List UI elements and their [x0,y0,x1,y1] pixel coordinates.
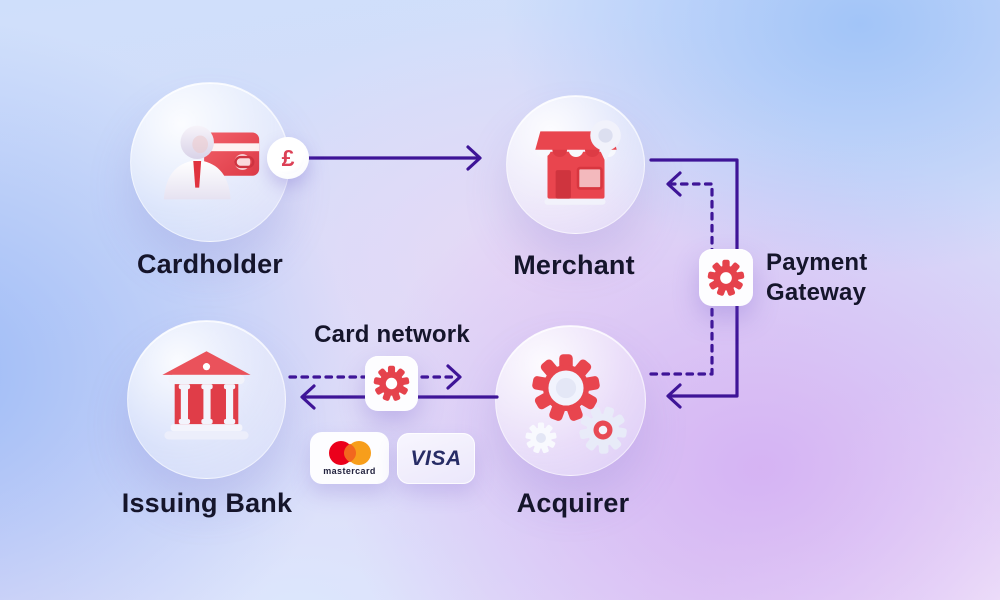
gear-icon [707,259,745,296]
visa-label: VISA [410,446,462,470]
merchant-label: Merchant [513,250,635,280]
acquirer-node [495,325,646,476]
currency-symbol: £ [281,144,295,171]
merchant-node [506,95,645,234]
card-network-label: Card network [314,321,470,348]
bank-icon [161,350,251,440]
mastercard-label: mastercard [323,466,376,476]
payment-gateway-label-line2: Gateway [766,279,867,306]
pound-coin-icon: £ [267,137,309,179]
gear-icon [373,365,410,401]
storefront-icon [534,119,621,205]
arrow-cardholder-to-merchant [307,145,482,171]
card-network-card [365,356,418,411]
payment-gateway-label-line1: Payment [766,249,868,276]
location-pin-icon [589,119,621,162]
gears-icon [524,353,627,454]
payment-gateway-card [699,249,753,306]
visa-badge: VISA [397,433,475,484]
person-with-card-icon [163,125,260,200]
cardholder-node [130,82,290,242]
mastercard-logo-icon [328,441,371,465]
issuing-bank-node [127,320,286,479]
mastercard-badge: mastercard [310,432,389,484]
issuing-bank-label: Issuing Bank [121,488,293,518]
payment-gateway-label: Payment Gateway [766,248,867,308]
cardholder-label: Cardholder [136,249,284,279]
acquirer-label: Acquirer [516,488,630,518]
